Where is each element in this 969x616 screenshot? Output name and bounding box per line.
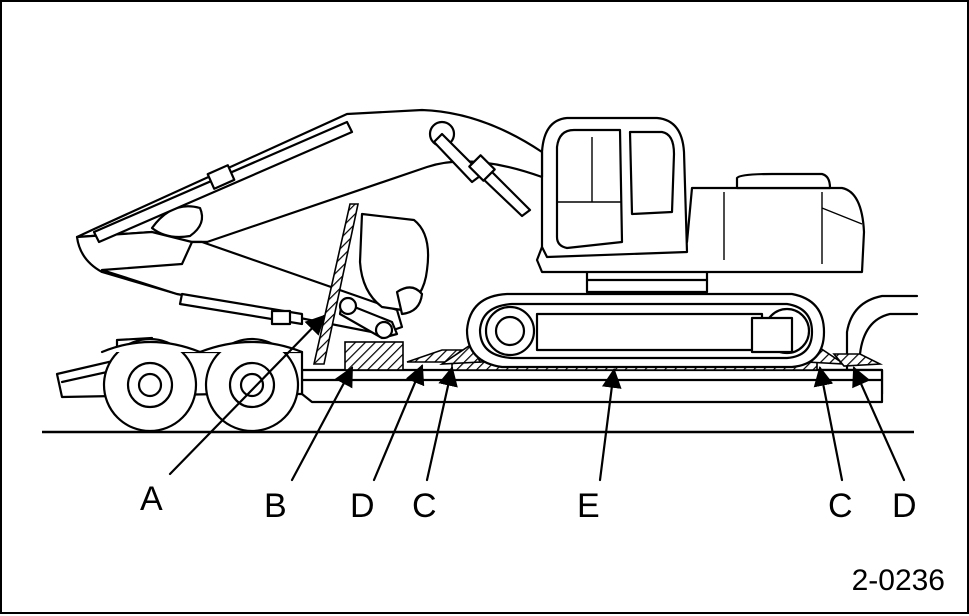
label-C-front: C bbox=[412, 487, 437, 525]
label-D-front: D bbox=[350, 487, 375, 525]
label-B: B bbox=[264, 487, 287, 525]
block-B bbox=[344, 341, 404, 371]
bucket bbox=[338, 212, 430, 340]
label-E: E bbox=[577, 487, 600, 525]
label-C-rear: C bbox=[828, 487, 853, 525]
arm-cylinder bbox=[92, 120, 354, 244]
trailer-wheel-front bbox=[102, 337, 198, 433]
chock-D-rear bbox=[832, 353, 884, 367]
trailer-wheel-rear bbox=[204, 337, 300, 433]
operator-cab bbox=[540, 116, 689, 259]
figure-number: 2-0236 bbox=[852, 564, 945, 597]
wheel-fender bbox=[100, 340, 304, 354]
label-leaders bbox=[168, 314, 906, 482]
label-D-rear: D bbox=[892, 487, 917, 525]
label-A: A bbox=[140, 480, 163, 518]
boom-cylinder bbox=[432, 132, 532, 218]
crawler-track bbox=[465, 292, 826, 369]
trailer-deck bbox=[300, 368, 884, 404]
